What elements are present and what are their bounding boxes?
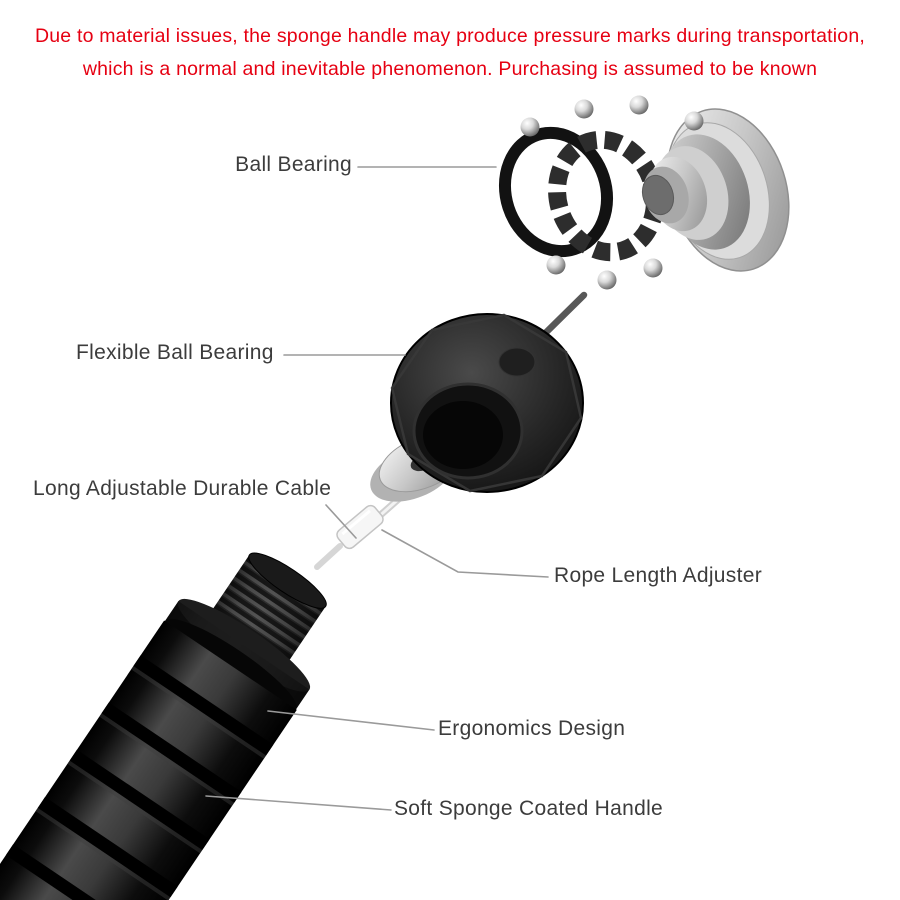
leader-lines (205, 166, 549, 811)
bearing-metal-cup (641, 108, 790, 272)
bearing-retainer-ring (498, 126, 614, 258)
label-ball-bearing: Ball Bearing (235, 153, 352, 176)
leader-cable (325, 504, 357, 539)
leader-rope-adjuster (381, 529, 549, 578)
bearing-ball (597, 270, 617, 290)
label-ergonomics-design: Ergonomics Design (438, 717, 626, 740)
bearing-ball (643, 258, 663, 278)
label-long-adjustable-durable-cable: Long Adjustable Durable Cable (33, 477, 332, 500)
cable-lower-pin (314, 543, 343, 570)
leader-soft-sponge (205, 795, 392, 811)
label-flexible-ball-bearing: Flexible Ball Bearing (76, 341, 274, 364)
flexible-ball-bearing-cap (390, 291, 588, 493)
cap-facets (390, 313, 583, 493)
handle-assembly (0, 552, 327, 900)
warning-line-1: Due to material issues, the sponge handl… (34, 25, 866, 47)
bearing-ball (546, 255, 566, 275)
bearing-ball (684, 111, 704, 131)
bearing-ball (520, 117, 540, 137)
label-soft-sponge-coated-handle: Soft Sponge Coated Handle (394, 797, 664, 820)
warning-line-2: which is a normal and inevitable phenome… (82, 58, 818, 80)
bearing-ball (574, 99, 594, 119)
leader-ergonomics (267, 710, 435, 731)
thread-shading (206, 554, 326, 670)
sponge-body (0, 620, 297, 900)
warning-text: Due to material issues, the sponge handl… (0, 20, 900, 86)
cap-opening-inner (423, 401, 503, 469)
ball-bearing-assembly (498, 95, 790, 290)
label-rope-length-adjuster: Rope Length Adjuster (554, 564, 762, 587)
rope-length-adjuster-part (336, 504, 384, 550)
cap-rod-boss (498, 347, 536, 377)
thread-top-cap (248, 552, 327, 609)
bearing-ball (629, 95, 649, 115)
